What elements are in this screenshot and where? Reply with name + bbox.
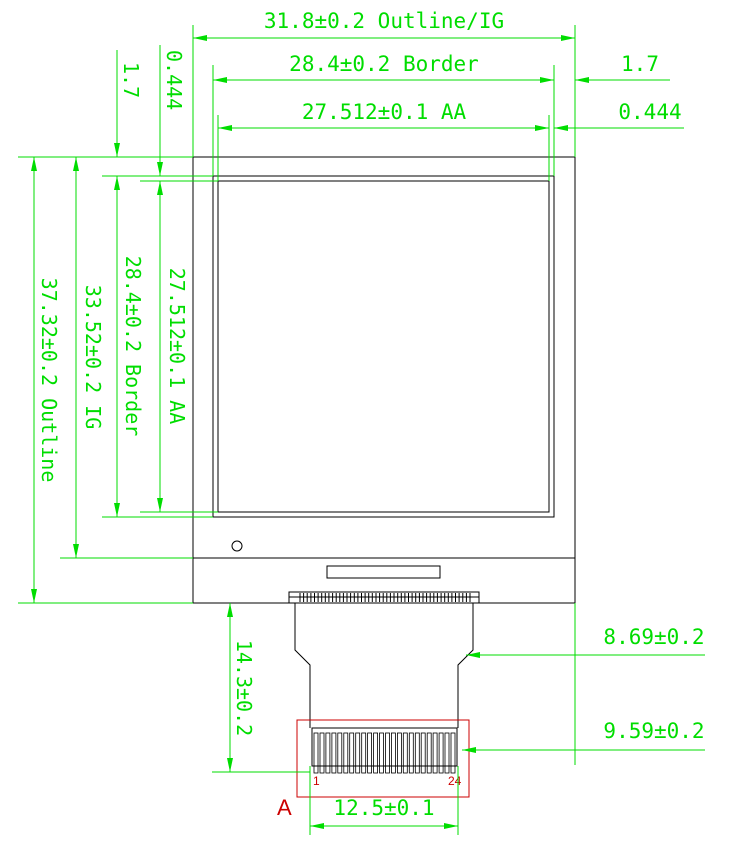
connector-pin — [361, 732, 367, 774]
connector-pin — [313, 732, 319, 774]
top-dimensions: 31.8±0.2 Outline/IG 28.4±0.2 Border 27.5… — [192, 9, 684, 181]
connector-detail: 1 24 A — [277, 719, 470, 820]
fpc-length-label: 14.3±0.2 — [232, 640, 256, 736]
top-gap-aa-label: 0.444 — [162, 50, 186, 110]
connector-pin — [438, 732, 444, 774]
connector-pin — [396, 732, 402, 774]
connector-pin — [349, 732, 355, 774]
connector-pin — [408, 732, 414, 774]
connector-pin — [402, 732, 408, 774]
outline-rect — [192, 156, 576, 604]
connector-pin — [331, 732, 337, 774]
connector-pin — [319, 732, 325, 774]
connector-pin — [426, 732, 432, 774]
outline-height-label: 37.32±0.2 Outline — [37, 278, 61, 483]
fpc-offset-dimensions: 8.69±0.2 9.59±0.2 — [462, 603, 705, 765]
border-width-label: 28.4±0.2 Border — [289, 52, 479, 76]
bond-strip-ticks — [299, 593, 471, 602]
ic-chip — [326, 565, 441, 579]
connector-pin — [432, 732, 438, 774]
connector-width-dimension: 12.5±0.1 — [309, 766, 459, 835]
detail-a-label: A — [277, 795, 292, 820]
outline-width-label: 31.8±0.2 Outline/IG — [264, 9, 504, 33]
connector-pin — [343, 732, 349, 774]
connector-pin — [414, 732, 420, 774]
connector-pin — [385, 732, 390, 774]
connector-pin — [355, 732, 361, 774]
connector-pin — [337, 732, 343, 774]
fpc-length-dimension: 14.3±0.2 — [212, 603, 310, 773]
aa-width-label: 27.512±0.1 AA — [302, 100, 467, 124]
connector-pin — [367, 732, 373, 774]
pin-24-label: 24 — [448, 774, 462, 788]
connector-pin — [420, 732, 426, 774]
connector-pins — [313, 732, 456, 774]
right-gap-aa-label: 0.444 — [618, 100, 681, 124]
connector-pin — [325, 732, 331, 774]
active-area-rect — [217, 180, 550, 513]
connector-pin — [379, 732, 384, 774]
border-rect — [212, 175, 555, 518]
module-outline — [192, 156, 576, 604]
detail-a-box — [296, 719, 470, 798]
connector-width-label: 12.5±0.1 — [333, 796, 434, 820]
connector-pin — [444, 732, 450, 774]
aa-height-label: 27.512±0.1 AA — [165, 268, 189, 425]
border-height-label: 28.4±0.2 Border — [121, 256, 145, 437]
pin-1-label: 1 — [313, 774, 320, 788]
left-dimensions: 1.7 0.444 27.512±0.1 AA 28.4±0.2 Border … — [18, 45, 218, 604]
fpc-bond-strip — [288, 591, 480, 604]
connector-body — [311, 727, 458, 767]
mark-circle — [231, 540, 243, 552]
fpc-offset-2-label: 9.59±0.2 — [603, 719, 704, 743]
fpc-tail-outline — [294, 603, 474, 728]
connector-pin — [390, 732, 396, 774]
connector-pin — [450, 732, 456, 774]
right-gap-border-label: 1.7 — [621, 52, 659, 76]
fpc-offset-1-label: 8.69±0.2 — [603, 625, 704, 649]
ig-height-label: 33.52±0.2 IG — [81, 285, 105, 430]
top-gap-border-label: 1.7 — [119, 62, 143, 98]
connector-pin — [373, 732, 379, 774]
